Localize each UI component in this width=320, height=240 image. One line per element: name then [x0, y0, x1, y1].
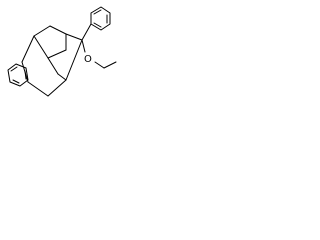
cage-bond-left-bridge-1 — [21, 35, 35, 63]
cage-bond-lower-to-quat — [65, 39, 83, 81]
cage-bond-upper-bridge-2 — [33, 25, 51, 37]
cage-bond-inner-bridge-5 — [57, 73, 67, 81]
bond-carbon-to-oxygen — [81, 39, 86, 53]
ethoxy-group: O — [81, 39, 117, 69]
cage-bond-inner-bridge-2 — [47, 49, 67, 59]
bond-oxygen-to-ethyl — [94, 61, 105, 69]
benzo-double-bond-3 — [12, 79, 20, 84]
cage-bond-lower-bridge-2 — [47, 79, 67, 97]
benzo-double-bond-2 — [24, 70, 27, 80]
phenyl-ring-top — [90, 6, 111, 31]
bond-phenyl-to-quaternary-carbon — [81, 23, 92, 41]
bond-ethyl-terminal — [103, 61, 117, 69]
molecule-svg: O — [7, 6, 117, 97]
benzo-ring-outline — [7, 63, 29, 87]
benzo-double-bond-1 — [10, 66, 18, 72]
ring-top-double-bond-1 — [93, 9, 102, 15]
molecule-structure-diagram: O — [0, 0, 121, 105]
cage-bond-inner-bridge-4 — [47, 57, 59, 75]
cage-bond-upper-bridge-1 — [49, 25, 67, 35]
cage-bond-inner-bridge-3 — [33, 35, 49, 59]
bicyclic-cage — [21, 25, 83, 97]
oxygen-atom-label: O — [84, 54, 92, 65]
cage-bond-quat-to-upper-bridgehead — [65, 33, 83, 41]
cage-bond-lower-bridge-1 — [27, 81, 49, 97]
benzo-ring — [7, 63, 29, 87]
ring-top-double-bond-3 — [93, 22, 102, 28]
